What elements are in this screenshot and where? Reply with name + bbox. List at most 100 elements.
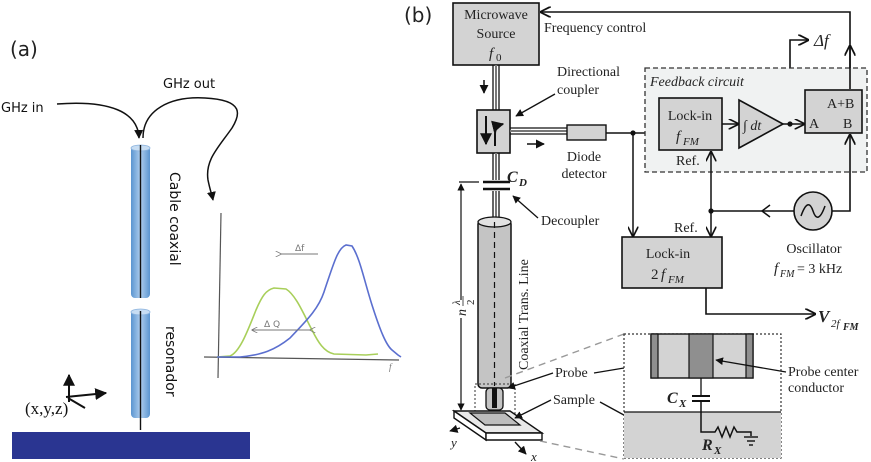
left-arrow-icon <box>760 204 771 218</box>
lambda-symbol: λ <box>451 300 463 306</box>
oscillator-freq-value: = 3 kHz <box>797 262 842 277</box>
cx-label: C X <box>667 390 687 410</box>
integrator-label: ∫ dt <box>742 119 762 134</box>
original-resonance-curve <box>217 244 402 358</box>
panel-a: (a) GHz in GHz out Cable coaxial resonad… <box>1 37 402 459</box>
probe-center-pointer <box>715 357 787 373</box>
microwave-source-sub: 0 <box>496 52 502 64</box>
directional-coupler-pointer <box>515 93 556 117</box>
zoom-connector-top <box>504 333 625 379</box>
lockin-2fm-sub: FM <box>667 274 685 286</box>
decoupling-capacitor <box>483 180 510 191</box>
directional-coupler-block <box>476 109 511 154</box>
probe-label: Probe <box>555 366 588 381</box>
lockin-fm-symbol: f <box>676 129 682 145</box>
waveguide-source-coupler <box>492 65 500 110</box>
n-lambda-over-2-label: n λ 2 <box>451 296 477 316</box>
microwave-source-line2: Source <box>477 27 516 42</box>
ref-label-1: Ref. <box>676 154 700 169</box>
oscillator-freq-symbol: f <box>774 261 780 277</box>
cd-label: C D <box>507 169 527 189</box>
junction-dot <box>787 121 793 127</box>
resonance-graph: Δf Δ Q f <box>203 212 402 379</box>
lockin-2fm-label: Lock-in <box>646 247 690 262</box>
coaxial-line-label: Coaxial Trans. Line <box>517 259 532 370</box>
cable-coaxial-label: Cable coaxial <box>166 172 182 266</box>
output-symbol: V <box>818 307 831 326</box>
probe-center-label-2: conductor <box>788 381 844 396</box>
y-axis-arrow <box>449 424 461 433</box>
x-axis-label: x <box>530 449 537 462</box>
lockin-2fm-block: Lock-in 2 f FM <box>621 236 723 289</box>
rx-label: R X <box>701 437 722 457</box>
ghz-out-label: GHz out <box>163 77 215 92</box>
adder-b-label: B <box>843 117 852 132</box>
sine-wave-icon <box>800 204 826 218</box>
output-subsub: FM <box>842 322 860 333</box>
oscillator-frequency: f FM = 3 kHz <box>774 261 842 280</box>
y-axis-label: y <box>449 435 457 450</box>
lockin-2fm-symbol: f <box>661 267 667 283</box>
ref-label-2: Ref. <box>674 221 698 236</box>
rx-sub: X <box>713 445 722 457</box>
lockin-fm-sub: FM <box>682 136 700 148</box>
rx-symbol: R <box>701 437 713 454</box>
sample-stage <box>12 432 250 459</box>
lockin2-output-line <box>705 288 815 314</box>
graph-delta-f-label: Δf <box>295 244 305 254</box>
integrator-block: ∫ dt <box>738 98 785 150</box>
resonator-label: resonador <box>162 326 178 397</box>
probe-cross-section <box>650 333 754 379</box>
oscillator-label: Oscillator <box>786 242 842 257</box>
microwave-source-symbol: f <box>489 46 495 62</box>
ghz-in-label: GHz in <box>1 101 44 116</box>
zoom-connector-bottom <box>539 440 625 460</box>
cable-coaxial <box>130 144 151 298</box>
sample-stage-3d <box>451 409 545 442</box>
probe-pointer <box>507 372 554 390</box>
ghz-in-wire <box>56 102 144 139</box>
rx-resistor-icon <box>700 401 752 440</box>
probe-center-label-1: Probe center <box>788 365 859 380</box>
waveguide-coupler-decoupler <box>492 153 500 180</box>
panel-b: (b) Microwave Source f 0 Frequency contr… <box>404 2 868 462</box>
graph-y-axis <box>217 212 222 379</box>
decoupler-label: Decoupler <box>541 214 600 229</box>
delta-f-output-label: Δf <box>813 31 831 50</box>
coordinates-label: (x,y,z) <box>25 399 68 418</box>
feedback-circuit-label: Feedback circuit <box>649 75 745 90</box>
sample-pointer <box>514 399 552 419</box>
lockin-fm-label: Lock-in <box>668 109 712 124</box>
directional-coupler-label-1: Directional <box>557 65 620 80</box>
adder-sum-label: A+B <box>827 97 854 112</box>
diode-detector-block <box>566 124 607 141</box>
two-symbol: 2 <box>465 300 477 306</box>
oscillator-to-adder-line <box>832 135 850 212</box>
panel-b-label: (b) <box>404 3 432 27</box>
graph-delta-q-label: Δ Q <box>264 320 280 330</box>
coordinate-axes-icon <box>63 373 108 409</box>
cd-symbol: C <box>507 169 518 186</box>
directional-coupler-label-2: coupler <box>557 83 599 98</box>
adder-a-label: A <box>809 117 820 132</box>
probe-tip <box>485 387 504 411</box>
coaxial-transmission-line <box>477 216 512 389</box>
ghz-out-wire <box>142 97 239 201</box>
lockin-2fm-prefix: 2 <box>651 267 659 283</box>
resonator <box>130 308 151 430</box>
x-axis-arrow <box>514 441 527 455</box>
diode-detector-label-2: detector <box>561 167 606 182</box>
n-symbol: n <box>455 309 470 316</box>
waveguide-coupler-diode <box>510 127 567 135</box>
cx-symbol: C <box>667 390 678 407</box>
output-signal-label: V 2f FM <box>818 307 860 333</box>
graph-x-axis-label: f <box>389 362 393 372</box>
output-sub: 2f <box>831 318 842 330</box>
frequency-control-label: Frequency control <box>544 21 646 36</box>
sample-label: Sample <box>553 393 595 408</box>
lockin-fm-block: Lock-in f FM <box>658 97 723 151</box>
cx-sub: X <box>678 398 687 410</box>
cd-sub: D <box>518 177 527 189</box>
ground-icon <box>744 436 758 446</box>
